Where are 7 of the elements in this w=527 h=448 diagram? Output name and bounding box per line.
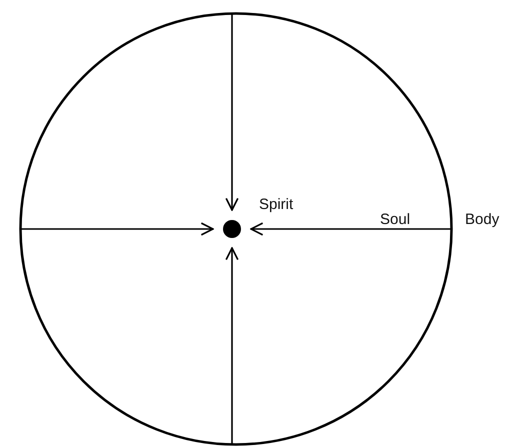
layer-label: Body — [465, 211, 500, 228]
arrow — [250, 222, 451, 236]
layer-label: Spirit — [259, 196, 294, 213]
layer-label: Soul — [380, 211, 410, 228]
arrow — [225, 247, 239, 444]
arrow — [21, 222, 214, 236]
arrow — [225, 14, 239, 211]
